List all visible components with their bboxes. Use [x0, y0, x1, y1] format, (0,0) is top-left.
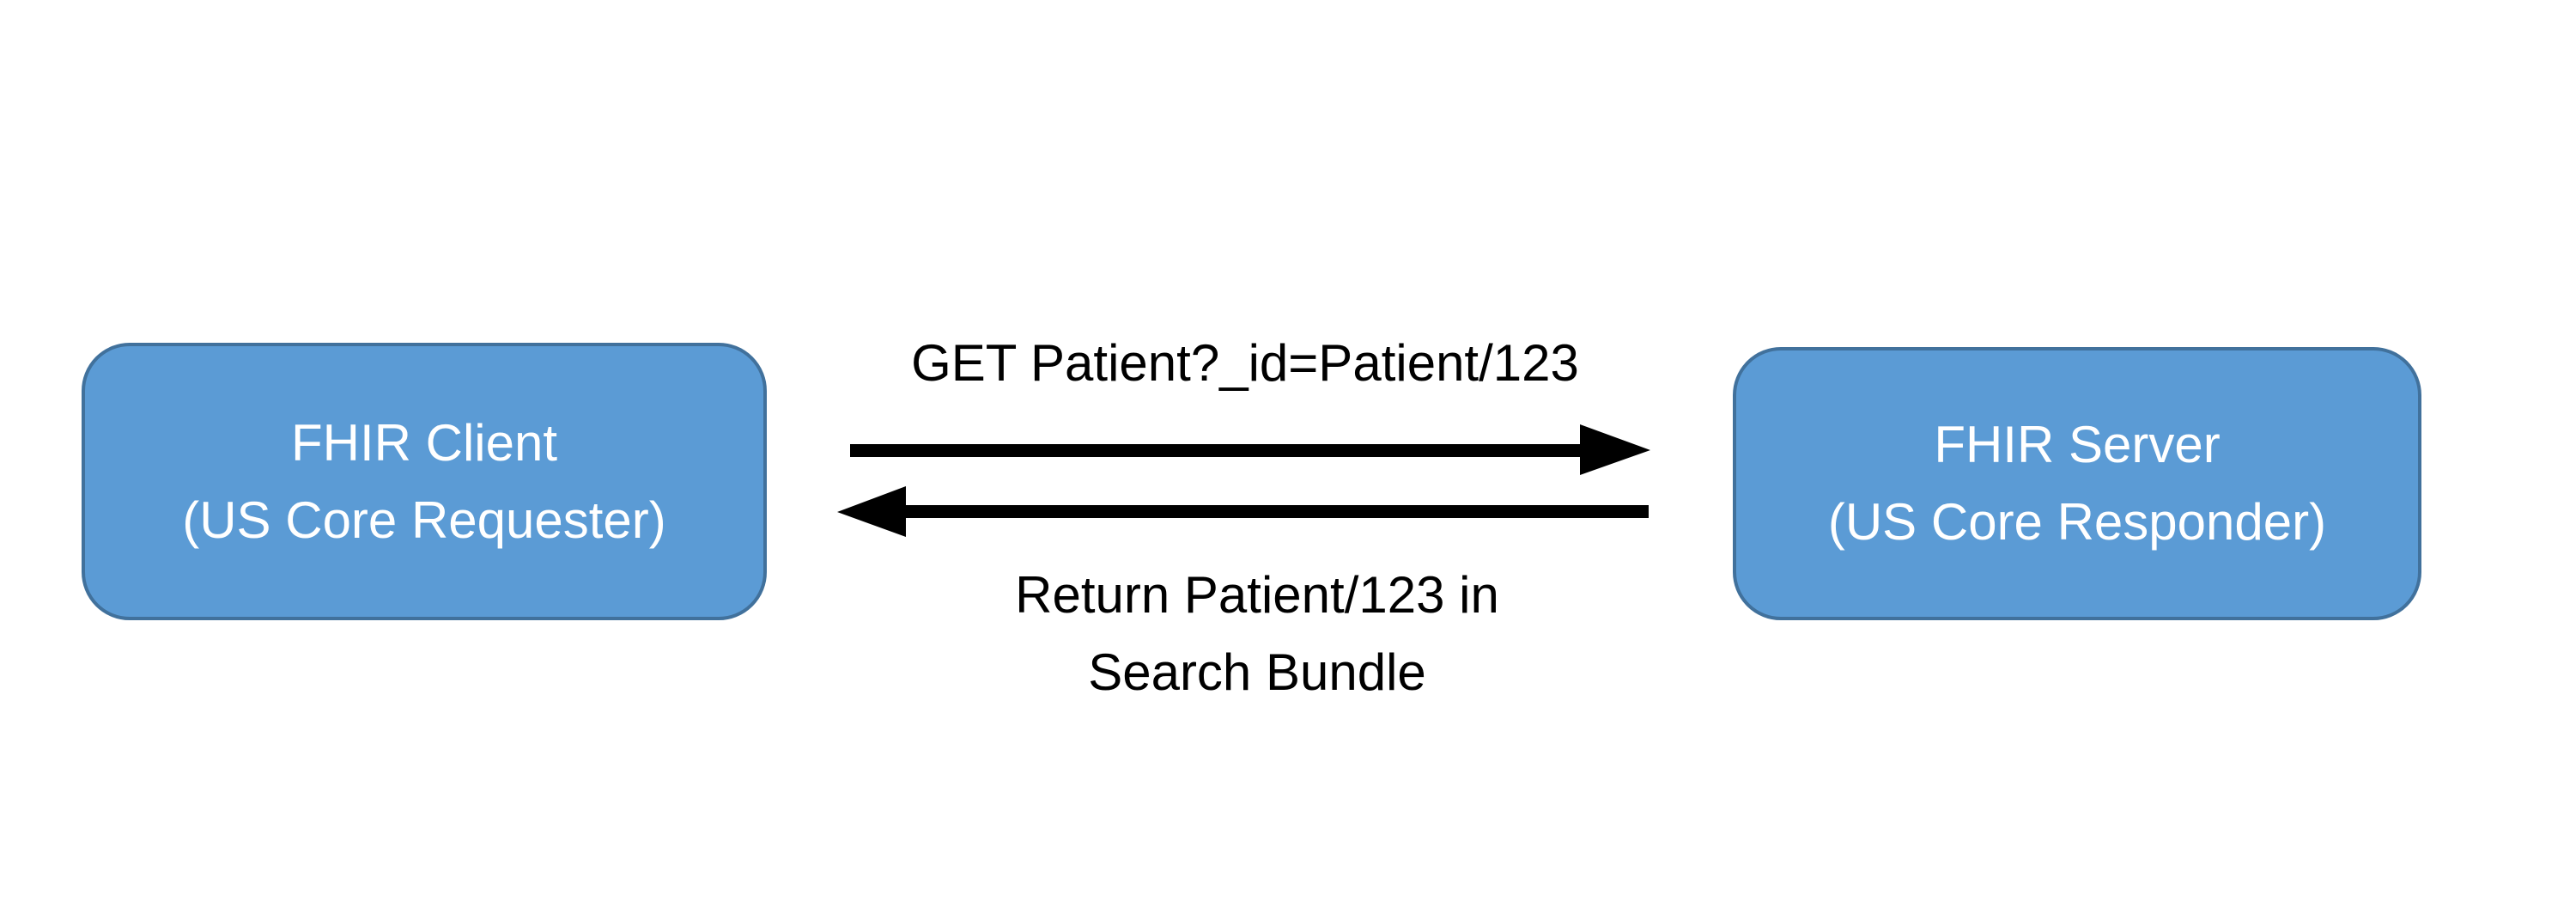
fhir-server-subtitle: (US Core Responder) — [1827, 493, 2327, 551]
response-arrow-icon — [837, 486, 1649, 537]
request-arrow-label: GET Patient?_id=Patient/123 — [911, 334, 1579, 392]
response-arrow-label-line1: Return Patient/123 in — [1015, 566, 1499, 624]
fhir-client-subtitle: (US Core Requester) — [182, 491, 666, 549]
request-arrow-icon — [850, 424, 1650, 475]
fhir-client-title: FHIR Client — [290, 413, 558, 472]
response-arrow-label-line2: Search Bundle — [1088, 643, 1426, 701]
fhir-server-title: FHIR Server — [1934, 416, 2221, 473]
fhir-client-node: FHIR Client (US Core Requester) — [82, 343, 767, 620]
fhir-server-node: FHIR Server (US Core Responder) — [1733, 347, 2421, 620]
response-arrow-label: Return Patient/123 in Search Bundle — [823, 557, 1692, 711]
